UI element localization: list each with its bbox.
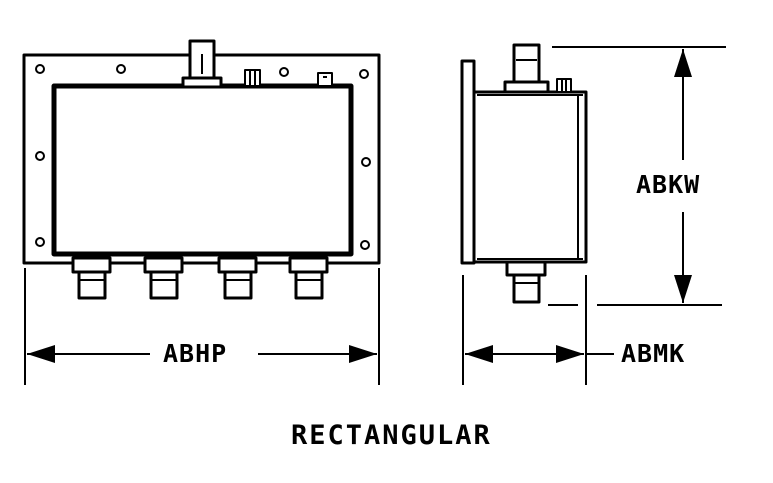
- front-mounting-holes: [35, 64, 371, 250]
- front-output-connector-2: [143, 256, 184, 300]
- front-top-screws: [244, 69, 333, 87]
- side-top-screw: [556, 78, 572, 93]
- depth-dimension-label: ABMK: [621, 339, 686, 368]
- depth-arrow-right: [556, 345, 584, 363]
- width-arrow-right: [349, 345, 377, 363]
- height-dimension: [548, 46, 726, 306]
- width-dimension: [24, 268, 380, 385]
- width-arrow-left: [27, 345, 55, 363]
- depth-arrow-left: [465, 345, 493, 363]
- front-view: [22, 39, 381, 385]
- side-body: [472, 90, 588, 264]
- height-arrow-top: [674, 49, 692, 77]
- side-bottom-connector: [505, 260, 547, 304]
- front-output-connector-1: [71, 256, 112, 300]
- height-arrow-bottom: [674, 275, 692, 303]
- height-dimension-label: ABKW: [636, 170, 701, 199]
- front-body: [51, 83, 354, 257]
- front-top-connector: [181, 39, 223, 89]
- width-dimension-label: ABHP: [163, 339, 228, 368]
- figure-caption: RECTANGULAR: [291, 420, 492, 451]
- depth-dimension: [462, 275, 614, 385]
- side-top-connector: [503, 43, 550, 94]
- side-flange-edge: [460, 59, 476, 265]
- front-output-connector-3: [217, 256, 258, 300]
- side-view: [460, 43, 726, 385]
- front-output-connector-4: [288, 256, 329, 300]
